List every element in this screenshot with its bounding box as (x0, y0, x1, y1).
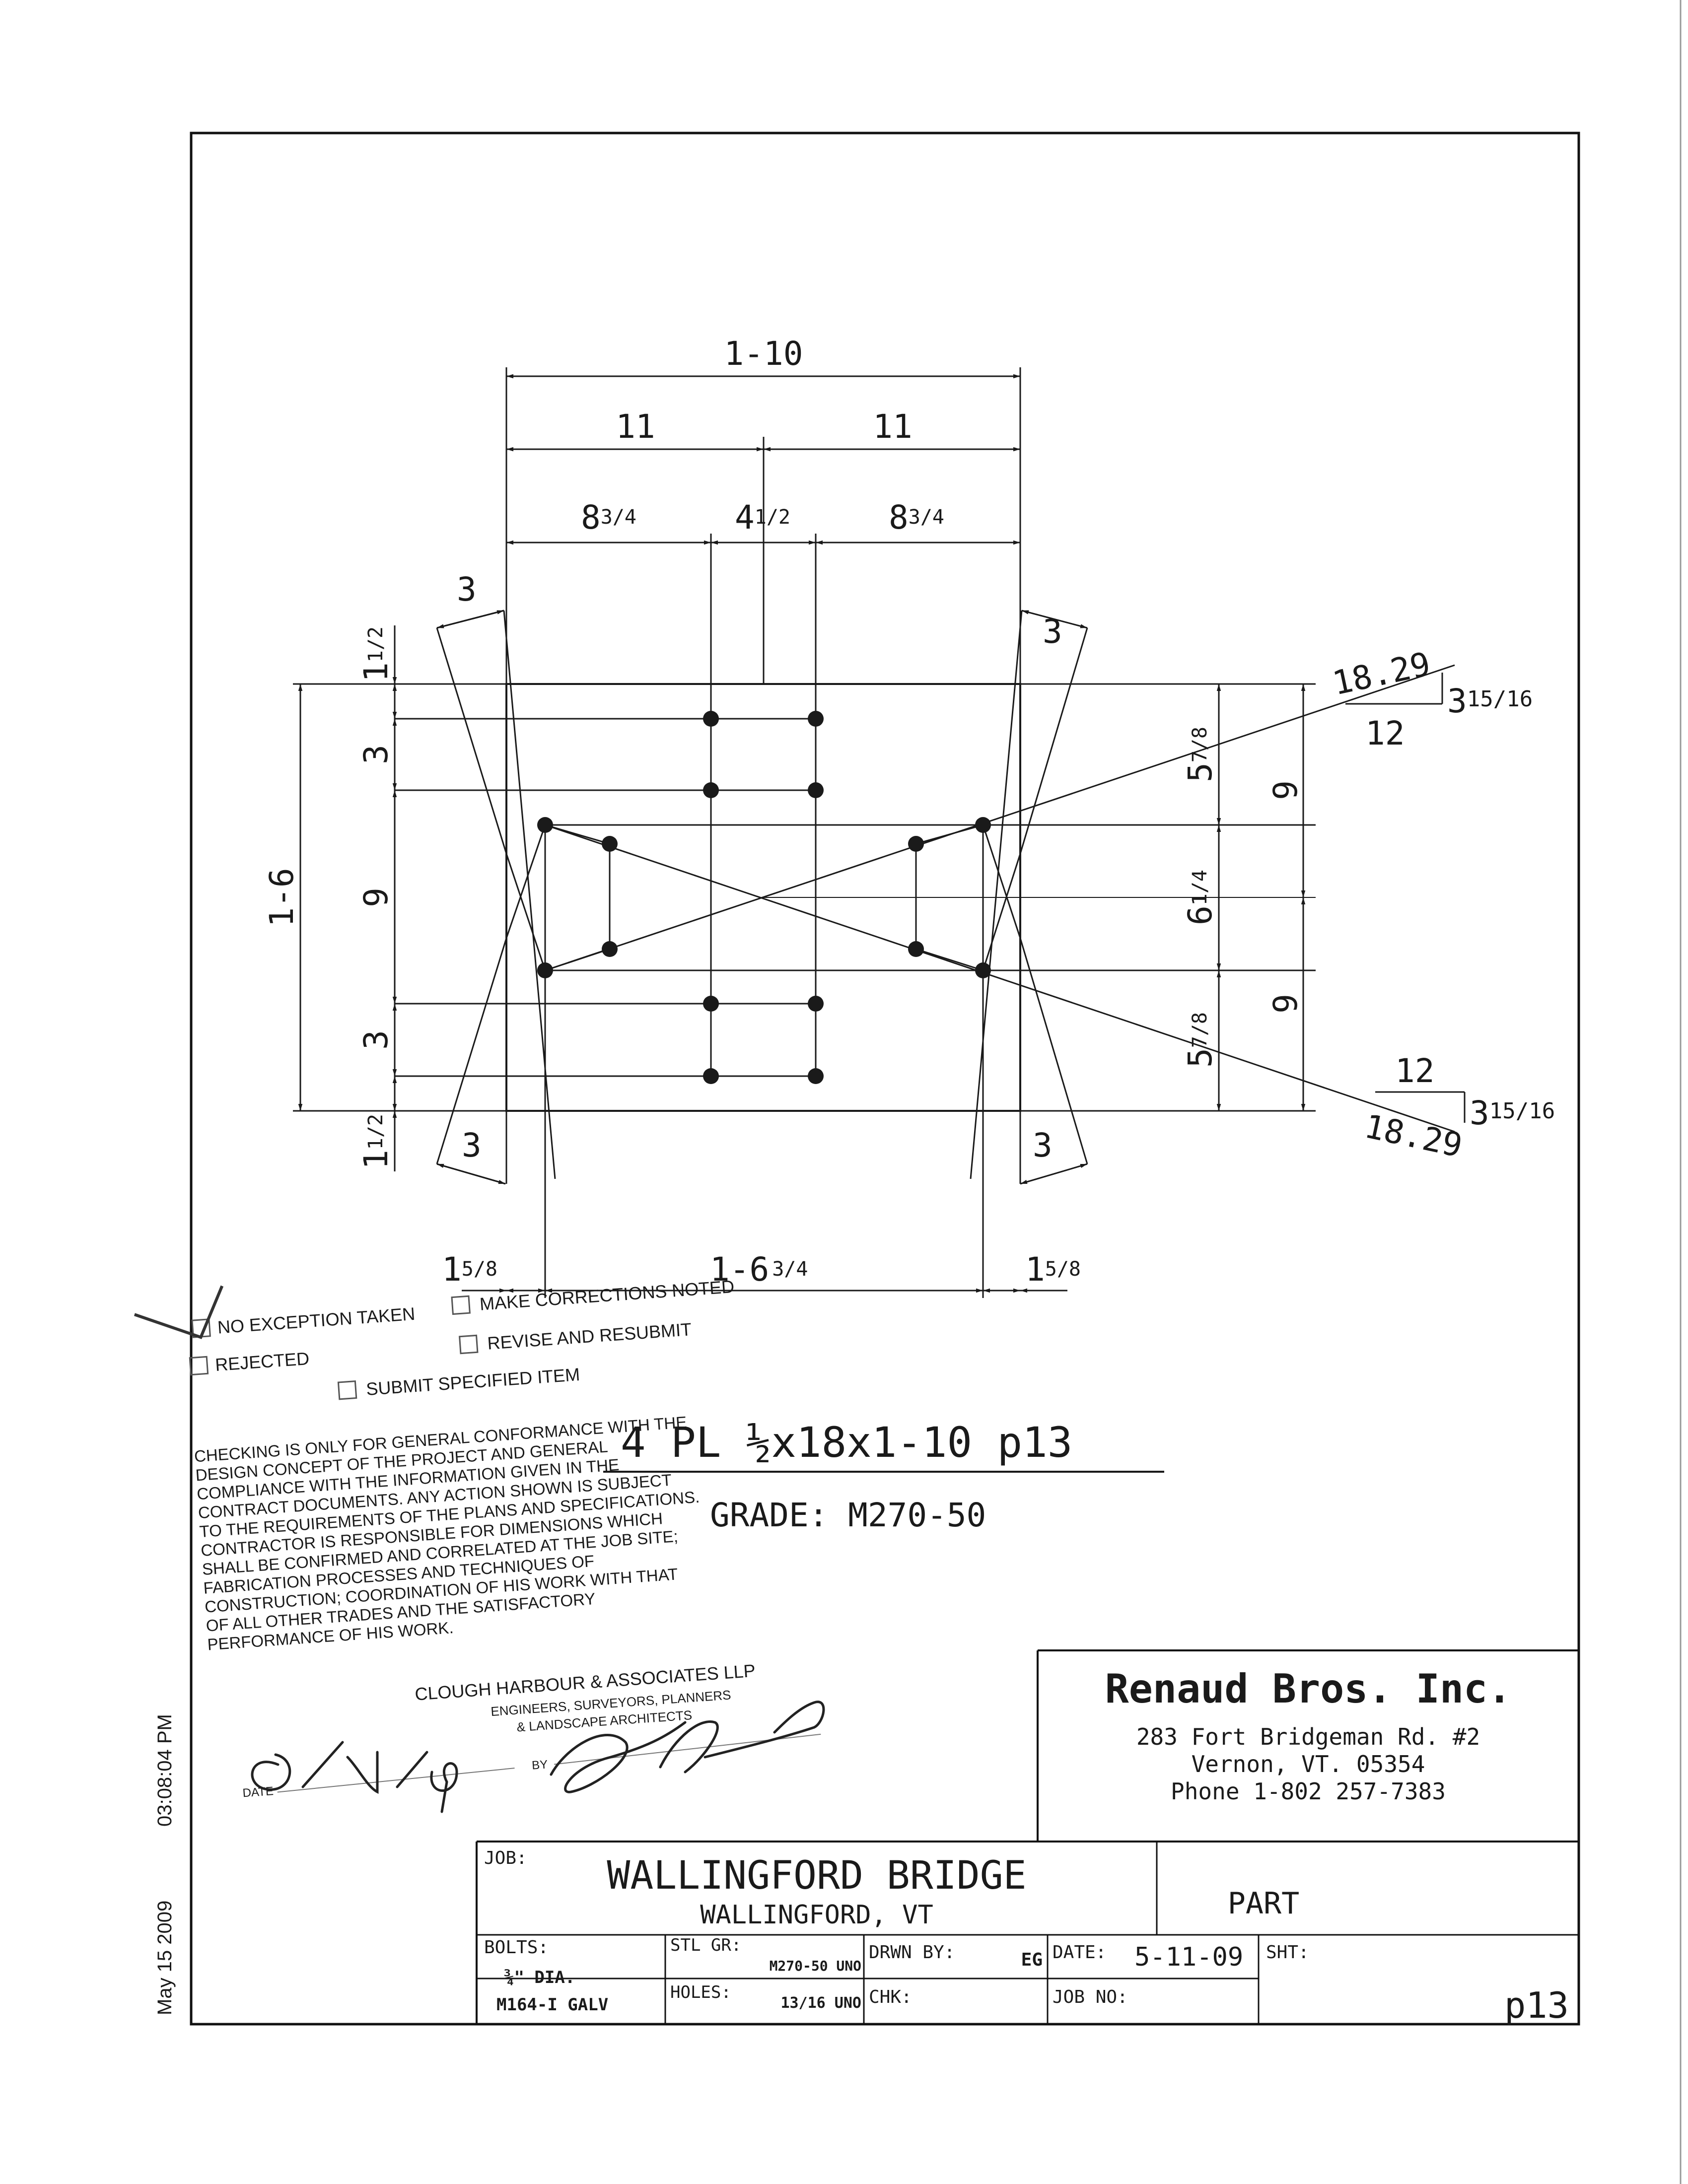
dim-left-3-top: 3 (357, 745, 395, 764)
sht-value: p13 (1504, 1984, 1569, 2026)
bolt-hole (703, 711, 719, 727)
dim-edge-bottom: 11/2 (357, 1114, 395, 1169)
title-block-text: JOB: WALLINGFORD BRIDGE WALLINGFORD, VT … (484, 1848, 1569, 2026)
dim-skew-tr: 3 (1043, 613, 1062, 651)
bolt-hole (808, 782, 824, 798)
stamp-by-label: BY (531, 1758, 548, 1772)
drwn-by-value: EG (1021, 1950, 1043, 1970)
dim-left-9: 9 (357, 887, 395, 907)
dim-right-64: 61/4 (1181, 870, 1219, 925)
dim-half-right: 11 (873, 408, 912, 446)
slope-bot-run: 12 (1395, 1052, 1434, 1090)
bolt-hole (703, 782, 719, 798)
dim-left-3-bottom: 3 (357, 1030, 395, 1050)
dim-skew-bl: 3 (462, 1126, 482, 1164)
job-no-label: JOB NO: (1053, 1987, 1128, 2007)
bolts-value-1: ¾" DIA. (504, 1968, 575, 1987)
dim-right-57-top: 57/8 (1181, 727, 1219, 782)
bolt-hole (602, 836, 618, 852)
slope-bot-rise: 315/16 (1470, 1094, 1555, 1132)
bolt-hole (602, 941, 618, 957)
date-value: 5-11-09 (1134, 1942, 1243, 1972)
option-submit: SUBMIT SPECIFIED ITEM (365, 1364, 580, 1399)
drwn-by-label: DRWN BY: (869, 1942, 955, 1963)
fax-time: 03:08:04 PM (154, 1714, 176, 1827)
dim-skew-br: 3 (1033, 1126, 1053, 1164)
dim-edge-top: 11/2 (357, 626, 395, 682)
dim-right-inner: 83/4 (889, 498, 944, 537)
slope-bot-hyp: 18.29 (1361, 1107, 1466, 1165)
checkbox-rejected (189, 1356, 209, 1376)
dim-skew-tl: 3 (457, 570, 477, 609)
bolt-hole (808, 1068, 824, 1084)
slope-top-run: 12 (1365, 714, 1405, 752)
checkbox-revise (459, 1334, 479, 1355)
stl-gr-value: M270-50 UNO (770, 1958, 861, 1974)
checkbox-make-corrections (451, 1295, 471, 1315)
plate-drawing (293, 367, 1466, 1298)
option-rejected: REJECTED (214, 1348, 310, 1375)
job-location: WALLINGFORD, VT (700, 1900, 933, 1930)
company-phone: Phone 1-802 257-7383 (1171, 1778, 1446, 1805)
fax-date: May 15 2009 (154, 1901, 176, 2015)
handwritten-signature (251, 1701, 825, 1813)
bolt-hole (908, 941, 924, 957)
bolts-label: BOLTS: (484, 1937, 549, 1958)
chk-label: CHK: (869, 1987, 912, 2007)
bolt-hole (975, 962, 991, 978)
company-block: Renaud Bros. Inc. 283 Fort Bridgeman Rd.… (1037, 1649, 1579, 1842)
bolt-hole (975, 817, 991, 833)
dim-bottom-left: 15/8 (442, 1250, 497, 1289)
sheet-border (190, 132, 1580, 2026)
dim-left-inner: 83/4 (581, 498, 636, 537)
sht-label: SHT: (1266, 1942, 1309, 1963)
fax-header: May 15 2009 03:08:04 PM (154, 1714, 176, 2015)
job-name: WALLINGFORD BRIDGE (607, 1853, 1026, 1898)
part-field: PART (1228, 1886, 1300, 1921)
option-revise: REVISE AND RESUBMIT (487, 1319, 692, 1354)
dim-overall-height: 1-6 (263, 868, 301, 927)
checkbox-submit (337, 1380, 357, 1400)
company-city: Vernon, VT. 05354 (1192, 1751, 1425, 1777)
grade-callout: GRADE: M270-50 (710, 1496, 986, 1534)
dim-center: 41/2 (735, 498, 790, 537)
dim-half-left: 11 (616, 408, 655, 446)
bolt-hole (808, 996, 824, 1012)
date-label: DATE: (1053, 1942, 1106, 1963)
job-label: JOB: (484, 1848, 527, 1868)
bolt-hole (808, 711, 824, 727)
dim-bottom-right: 15/8 (1025, 1250, 1081, 1289)
check-mark (134, 1285, 224, 1339)
bolt-holes (537, 711, 991, 1084)
dim-overall-width: 1-10 (724, 335, 803, 373)
bolts-value-2: M164-I GALV (496, 1995, 608, 2015)
holes-label: HOLES: (670, 1982, 731, 2002)
bolt-hole (703, 1068, 719, 1084)
company-address: 283 Fort Bridgeman Rd. #2 (1136, 1723, 1480, 1750)
dim-right-9-bottom: 9 (1266, 994, 1305, 1014)
bolt-hole (908, 836, 924, 852)
option-no-exception: NO EXCEPTION TAKEN (217, 1303, 416, 1338)
part-callout: 4 PL ½x18x1-10 p13 (621, 1418, 1072, 1467)
dimension-labels: 1-10 11 11 83/4 41/2 83/4 3 3 3 3 1-6 11… (263, 335, 1555, 1289)
option-make-corrections: MAKE CORRECTIONS NOTED (479, 1276, 735, 1314)
bolt-hole (537, 962, 553, 978)
slope-top-hyp: 18.29 (1329, 645, 1433, 703)
bolt-hole (703, 996, 719, 1012)
stl-gr-label: STL GR: (670, 1935, 741, 1955)
holes-value: 13/16 UNO (780, 1994, 861, 2012)
slope-top-rise: 315/16 (1447, 682, 1533, 720)
title-block (476, 1841, 1579, 2024)
company-name: Renaud Bros. Inc. (1105, 1666, 1512, 1712)
dim-right-57-bottom: 57/8 (1181, 1012, 1219, 1068)
dim-right-9-top: 9 (1266, 780, 1305, 800)
bolt-hole (537, 817, 553, 833)
